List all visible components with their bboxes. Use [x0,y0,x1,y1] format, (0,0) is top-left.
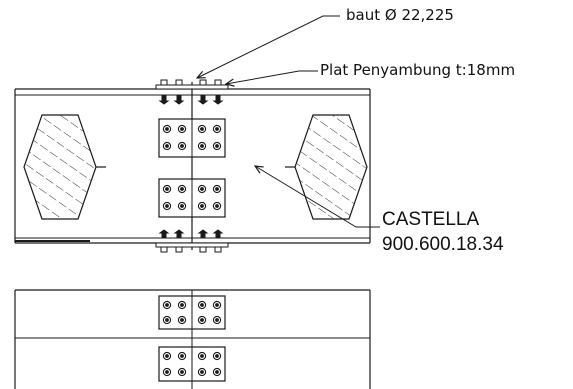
web-plate-upper-bolt-hole [212,124,222,134]
bottom-plate-lower-bolt-hole [177,351,187,361]
web-plate-upper-bolt-hole [212,141,222,151]
top-beam-elevation [14,82,371,250]
web-splice-plate-lower [158,178,226,218]
web-splice-plate-upper [158,118,226,158]
bottom-beam-view [14,289,371,389]
bottom-flange-bolt [173,229,185,253]
bottom-plate-lower-bolt-hole [197,367,207,377]
web-plate-upper-bolt-hole [197,141,207,151]
web-plate-lower-bolt-hole [162,201,172,211]
bottom-plate-upper-bolt-hole [212,300,222,310]
web-plate-lower-bolt-hole [212,201,222,211]
castella-opening-left [23,114,106,220]
plate-leader [226,70,318,84]
bolt-leader [197,15,340,78]
top-flange-splice-plate [155,79,229,105]
bottom-flange-bolt [197,229,209,253]
bottom-plate-upper-bolt-hole [197,300,207,310]
web-plate-lower-bolt-hole [162,184,172,194]
top-flange-bolt [197,79,209,105]
bottom-plate-upper-bolt-hole [197,315,207,325]
top-flange-bolt [173,79,185,105]
bottom-flange-bolt [158,229,170,253]
top-flange-bolt [212,79,224,105]
plate-annotation: Plat Penyambung t:18mm [320,61,516,79]
bottom-plate-lower-bolt-hole [177,367,187,377]
web-plate-upper-bolt-hole [177,141,187,151]
top-flange-bolt [158,79,170,105]
castella-opening-right [285,114,368,220]
bolt-annotation: baut Ø 22,225 [346,6,454,24]
bottom-plate-upper-bolt-hole [212,315,222,325]
bottom-flange-splice-plate [155,229,229,253]
web-plate-lower-bolt-hole [177,201,187,211]
bottom-plate-upper-bolt-hole [162,315,172,325]
bottom-plate-lower-bolt-hole [212,351,222,361]
bottom-view-plate-lower [158,346,226,382]
web-plate-lower-bolt-hole [177,184,187,194]
profile-name-annotation: CASTELLA [382,209,480,230]
web-plate-upper-bolt-hole [177,124,187,134]
bottom-flange-bolt [212,229,224,253]
bottom-plate-upper-bolt-hole [177,315,187,325]
bottom-plate-lower-bolt-hole [162,367,172,377]
web-plate-upper-bolt-hole [162,124,172,134]
bottom-plate-upper-bolt-hole [177,300,187,310]
web-plate-upper-bolt-hole [197,124,207,134]
leader-lines [197,15,380,228]
profile-size-annotation: 900.600.18.34 [382,234,504,255]
bottom-plate-lower-bolt-hole [197,351,207,361]
web-plate-lower-bolt-hole [197,184,207,194]
castella-leader [255,166,380,228]
bottom-plate-lower-bolt-hole [212,367,222,377]
bottom-plate-lower-bolt-hole [162,351,172,361]
bottom-view-plate-upper [158,295,226,330]
web-plate-lower-bolt-hole [197,201,207,211]
web-plate-upper-bolt-hole [162,141,172,151]
bottom-plate-upper-bolt-hole [162,300,172,310]
web-plate-lower-bolt-hole [212,184,222,194]
bolt-hole-layer [162,124,222,377]
